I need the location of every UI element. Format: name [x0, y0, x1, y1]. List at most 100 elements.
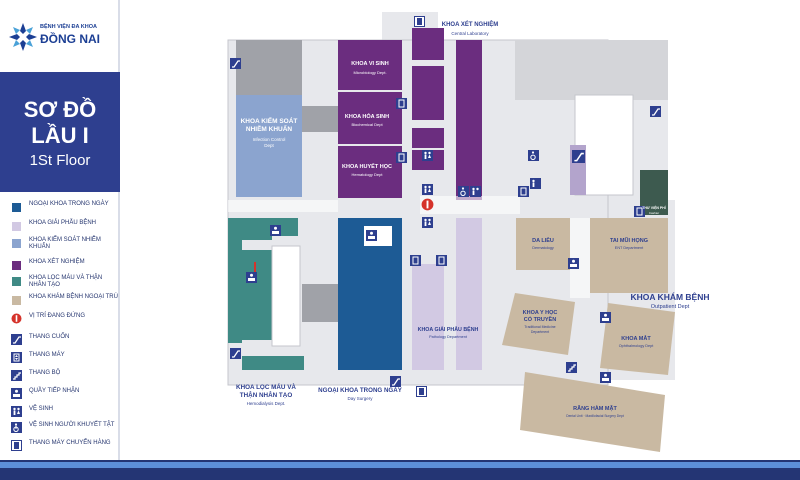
legend-swatch — [12, 277, 21, 286]
legend-item: KHOA XÉT NGHIỆM — [10, 258, 118, 276]
freight-elevator-icon — [11, 440, 22, 451]
elevator-icon — [396, 98, 407, 109]
you-are-here-icon — [11, 313, 22, 324]
floor-name-en: 1St Floor — [29, 152, 91, 169]
ophthalmology-label: KHOA MẮT — [621, 336, 651, 342]
reception-icon — [600, 312, 611, 323]
restroom-icon — [422, 150, 433, 161]
legend-label: VỆ SINH NGƯỜI KHUYẾT TẬT — [29, 422, 115, 428]
legend-label: THANG CUỐN — [29, 334, 70, 340]
biochemistry-label-en: Biochemical Dept — [351, 122, 383, 127]
elevator-icon — [436, 255, 447, 266]
dermatology-label: DA LIỄU — [532, 238, 554, 244]
you-are-here-marker — [254, 262, 256, 272]
microbiology-label-en: Microbiology Dept. — [353, 70, 387, 75]
accessible-restroom-icon — [528, 150, 539, 161]
legend-item: KHOA KHÁM BỆNH NGOẠI TRÚ — [10, 293, 118, 311]
hospital-name-small: BỆNH VIỆN ĐA KHOA — [40, 24, 97, 30]
stairs-icon — [566, 362, 577, 373]
legend-item: KHOA LỌC MÁU VÀ THẬN NHÂN TẠO — [10, 274, 118, 292]
dialysis-label-en: Hemodialysis Dept. — [246, 401, 286, 406]
reception-icon — [600, 372, 611, 383]
escalator-icon — [572, 150, 585, 163]
restroom-icon — [11, 406, 22, 417]
you-are-here-icon — [421, 198, 434, 211]
infection-control-room — [236, 95, 302, 197]
outpatient-rooms — [502, 218, 675, 452]
biochemistry-label: KHOA HÓA SINH — [344, 114, 390, 120]
sidebar: BỆNH VIỆN ĐA KHOA ĐỒNG NAI SƠ ĐỒ LẦU I 1… — [0, 0, 120, 460]
hematology-label: KHOA HUYẾT HỌC — [342, 164, 392, 170]
escalator-icon — [230, 348, 241, 359]
escalator-icon — [650, 106, 661, 117]
legend-label: NGOẠI KHOA TRONG NGÀY — [29, 201, 109, 207]
dermatology-label-en: Dermatology — [532, 246, 554, 250]
restroom-icon — [470, 186, 481, 197]
pathology-room — [412, 264, 444, 370]
legend-item: THANG CUỐN — [10, 333, 118, 351]
biochemistry-room — [338, 92, 402, 144]
dental-label: RĂNG HÀM MẶT — [573, 406, 617, 412]
reception-icon — [568, 258, 579, 269]
legend-label: THANG MÁY — [29, 352, 65, 358]
legend-label: KHOA XÉT NGHIỆM — [29, 259, 85, 265]
floor-name: LẦU I — [31, 123, 89, 148]
hematology-room — [338, 146, 402, 198]
reception-icon — [366, 230, 377, 241]
reception-icon — [246, 272, 257, 283]
legend-label: QUẦY TIẾP NHẬN — [29, 388, 80, 394]
legend-item: VỆ SINH NGƯỜI KHUYẾT TẬT — [10, 421, 118, 439]
legend-label: KHOA GIẢI PHẪU BỆNH — [29, 220, 97, 226]
legend-swatch — [12, 222, 21, 231]
outpatient-dept-label-en: Outpatient Dept — [650, 304, 690, 310]
ent-label-en: ENT Department — [614, 246, 644, 250]
legend-label: VỆ SINH — [29, 406, 54, 412]
freight-elevator-icon — [416, 386, 427, 397]
escalator-icon — [230, 58, 241, 69]
legend-item: THANG BỘ — [10, 369, 118, 387]
legend-swatch — [12, 296, 21, 305]
elevator-icon — [410, 255, 421, 266]
footer-accent-line — [0, 462, 800, 468]
reception-icon — [11, 388, 22, 399]
legend-swatch — [12, 203, 21, 212]
legend-item: THANG MÁY — [10, 351, 118, 369]
cashier-label: THƯ VIỆN PHÍ — [642, 206, 666, 210]
stairs-icon — [11, 370, 22, 381]
restroom-icon — [530, 178, 541, 189]
day-surgery-label: NGOẠI KHOA TRONG NGÀY — [318, 387, 402, 394]
pathology-label: KHOA GIẢI PHẪU BỆNH — [417, 327, 479, 333]
outpatient-dept-label: KHOA KHÁM BỆNH — [630, 292, 710, 302]
elevator-icon — [11, 352, 22, 363]
cashier-label-en: Cashier — [648, 211, 660, 215]
floor-title-box: SƠ ĐỒ LẦU I 1St Floor — [0, 72, 120, 192]
microbiology-room — [338, 40, 402, 90]
hematology-label-en: Hematology Dept — [351, 172, 383, 177]
pathology-label-en: Pathology Department — [429, 335, 467, 339]
legend-item: THANG MÁY CHUYỂN HÀNG — [10, 439, 118, 457]
elevator-icon — [518, 186, 529, 197]
legend-label: KHOA LỌC MÁU VÀ THẬN NHÂN TẠO — [29, 275, 103, 288]
elevator-icon — [634, 206, 645, 217]
elevator-icon — [396, 152, 407, 163]
hospital-name-big: ĐỒNG NAI — [40, 32, 100, 46]
legend-item: VỆ SINH — [10, 405, 118, 423]
hospital-logo-icon — [9, 23, 37, 51]
day-surgery-label-en: Day Surgery — [347, 396, 373, 401]
legend-item: NGOẠI KHOA TRONG NGÀY — [10, 200, 118, 218]
dental-label-en: Dental Unit · Maxillofacial Surgery Dept — [566, 414, 624, 418]
freight-elevator-icon — [414, 16, 425, 27]
legend-item: VỊ TRÍ ĐANG ĐỨNG — [10, 312, 118, 330]
floor-plan-drawing — [227, 12, 675, 452]
legend-swatch — [12, 261, 21, 270]
legend-label: THANG MÁY CHUYỂN HÀNG — [29, 440, 111, 446]
ophthalmology-label-en: Ophthalmology Dept — [618, 344, 654, 348]
legend-item: KHOA GIẢI PHẪU BỆNH — [10, 219, 118, 237]
legend-label: KHOA KIỂM SOÁT NHIỄM KHUẨN — [29, 237, 101, 250]
